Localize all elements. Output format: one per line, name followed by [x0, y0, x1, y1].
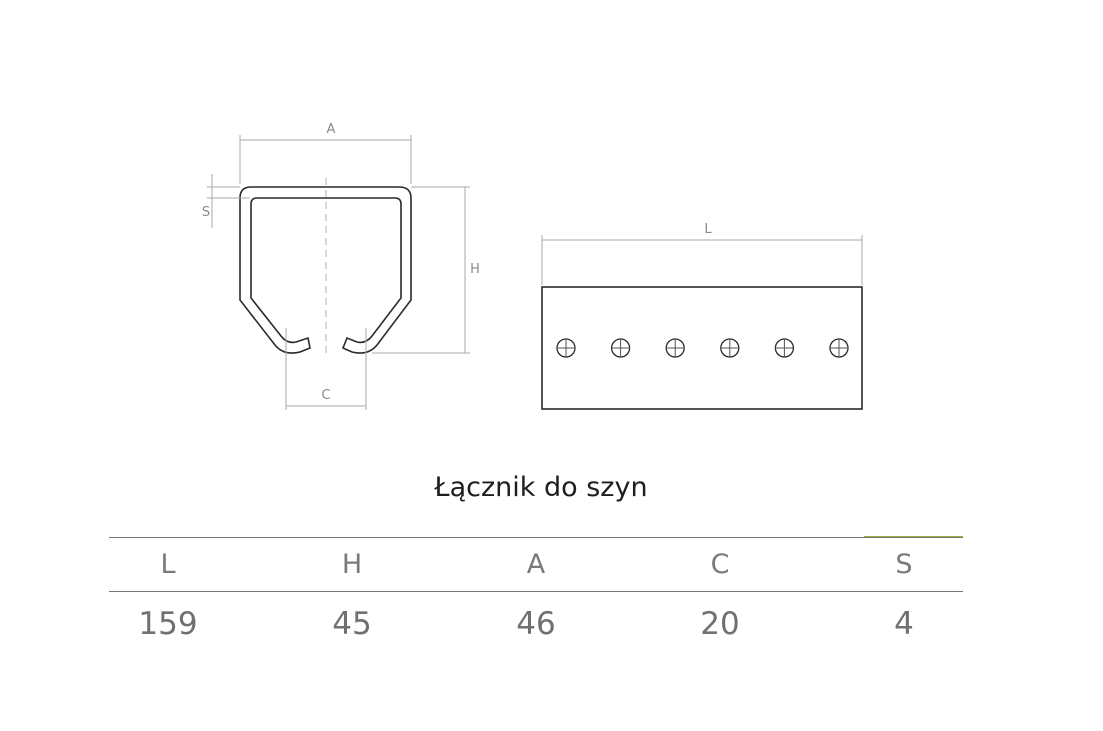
page-title: Łącznik do szyn	[434, 472, 648, 503]
table-value-row: 159 45 46 20 4	[109, 592, 963, 656]
header-cell-a: A	[526, 549, 546, 580]
mounting-hole	[720, 338, 740, 358]
dimension-l: L	[541, 222, 863, 285]
header-cell-h: H	[341, 549, 363, 580]
value-cell-s: 4	[894, 606, 914, 642]
mounting-holes	[556, 338, 849, 358]
value-cell-c: 20	[700, 606, 740, 642]
dimension-h: H	[372, 186, 480, 354]
mounting-hole	[556, 338, 576, 358]
header-cell-s: S	[895, 549, 913, 580]
spec-table: L H A C S 159 45 46 20 4	[109, 537, 963, 656]
mounting-hole	[829, 338, 849, 358]
mounting-hole	[610, 338, 631, 358]
value-cell-l: 159	[138, 606, 198, 642]
dimension-s: S	[202, 174, 250, 228]
technical-drawing: A S H C L	[202, 122, 863, 410]
dim-label-h: H	[470, 262, 480, 277]
mounting-hole	[665, 338, 685, 358]
value-cell-h: 45	[332, 606, 372, 642]
profile-cross-section	[239, 178, 412, 355]
dim-label-a: A	[327, 122, 336, 137]
value-cell-a: 46	[516, 606, 556, 642]
header-cell-c: C	[710, 549, 730, 580]
table-header-row: L H A C S	[109, 537, 963, 592]
plate-side-view	[541, 286, 863, 410]
dimension-a: A	[239, 122, 412, 184]
header-cell-l: L	[160, 549, 176, 580]
dim-label-c: C	[321, 388, 330, 403]
dim-label-s: S	[202, 205, 210, 220]
dimension-c: C	[285, 328, 367, 410]
mounting-hole	[774, 338, 795, 358]
dim-label-l: L	[704, 222, 712, 237]
